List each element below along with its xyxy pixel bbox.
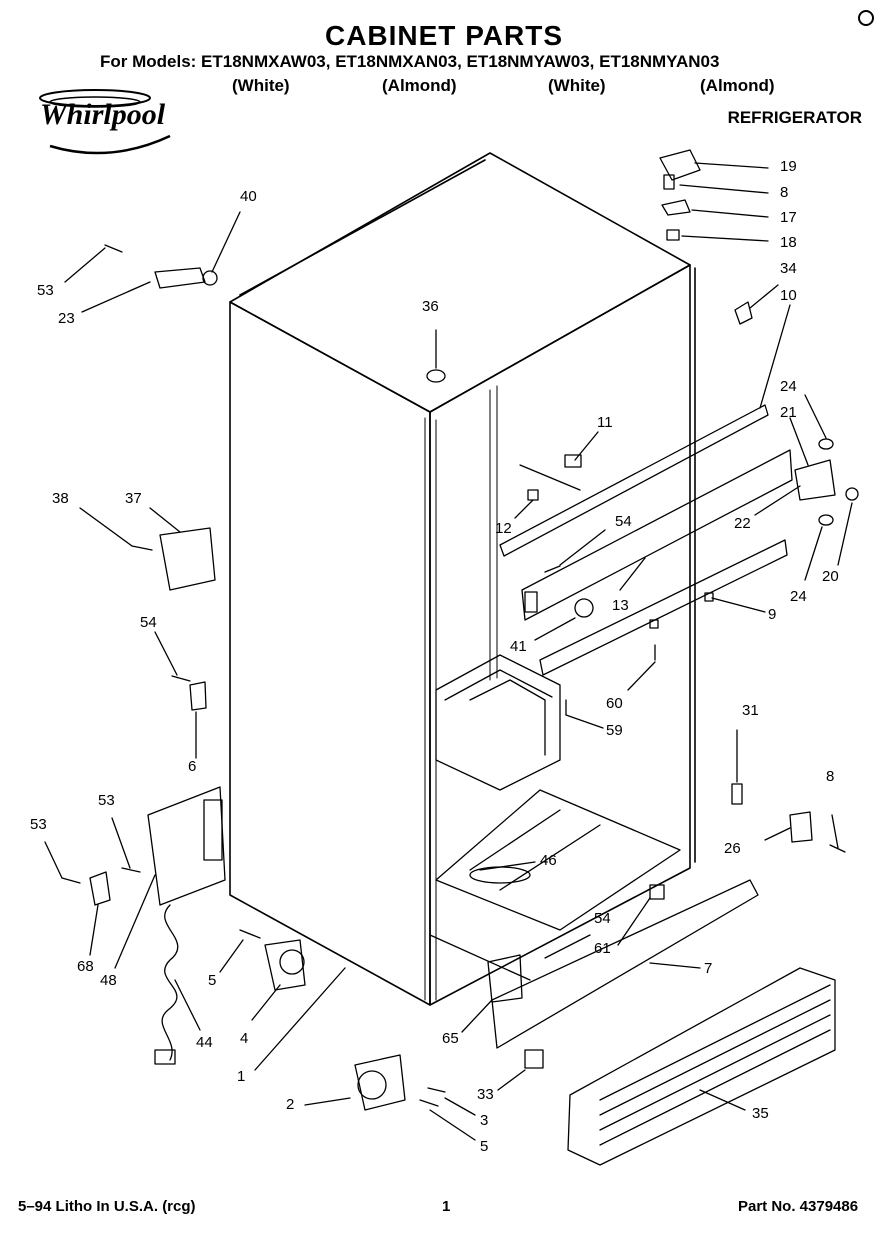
callout-60: 60 [606, 695, 623, 712]
leader-lines [44, 162, 853, 1141]
callout-2: 2 [286, 1096, 295, 1113]
callout-7: 7 [704, 960, 713, 977]
callout-4: 4 [240, 1030, 249, 1047]
callout-24-top: 24 [780, 378, 797, 395]
footer-part-number: Part No. 4379486 [738, 1198, 859, 1215]
category-label: REFRIGERATOR [727, 108, 862, 127]
callout-20: 20 [822, 568, 839, 585]
callout-53-top: 53 [37, 282, 54, 299]
corner-mark-icon [858, 10, 874, 26]
callout-34: 34 [780, 260, 797, 277]
rail-assembly [499, 404, 793, 676]
callout-1: 1 [237, 1068, 246, 1085]
callout-31: 31 [742, 702, 759, 719]
callout-8-lower: 8 [826, 768, 835, 785]
callout-13: 13 [612, 597, 629, 614]
callout-22: 22 [734, 515, 751, 532]
page-title: CABINET PARTS [324, 20, 564, 51]
callout-44: 44 [196, 1034, 213, 1051]
callout-8: 8 [780, 184, 789, 201]
callout-9: 9 [768, 606, 777, 623]
callout-3: 3 [480, 1112, 489, 1129]
callout-33: 33 [477, 1086, 494, 1103]
callout-11: 11 [597, 414, 613, 431]
callout-40: 40 [240, 188, 257, 205]
callout-23: 23 [58, 310, 75, 327]
callout-17: 17 [780, 209, 797, 226]
color-almond-2: (Almond) [700, 76, 775, 95]
callout-5-upper: 5 [208, 972, 217, 989]
callout-46: 46 [540, 852, 557, 869]
cabinet-shell [229, 152, 696, 1006]
callout-59: 59 [606, 722, 623, 739]
callout-53-mid: 53 [98, 792, 115, 809]
color-almond-1: (Almond) [382, 76, 457, 95]
color-white-2: (White) [548, 76, 606, 95]
callout-5-lower: 5 [480, 1138, 489, 1155]
callout-12: 12 [495, 520, 512, 537]
footer-page-number: 1 [442, 1198, 451, 1215]
callout-41: 41 [510, 638, 527, 655]
callout-35: 35 [752, 1105, 769, 1122]
callout-61: 61 [594, 940, 611, 957]
callout-65: 65 [442, 1030, 459, 1047]
callout-37: 37 [125, 490, 142, 507]
small-parts [61, 149, 859, 1166]
callout-36: 36 [422, 298, 439, 315]
callout-10: 10 [780, 287, 797, 304]
callout-54-left: 54 [140, 614, 157, 631]
brand-logo: Whirlpool [40, 98, 166, 131]
callout-48: 48 [100, 972, 117, 989]
color-white-1: (White) [232, 76, 290, 95]
callout-54-bottom: 54 [594, 910, 611, 927]
callout-24-bottom: 24 [790, 588, 807, 605]
compressor-compartment [429, 654, 681, 981]
callout-6: 6 [188, 758, 197, 775]
callout-68: 68 [77, 958, 94, 975]
models-line: For Models: ET18NMXAW03, ET18NMXAN03, ET… [100, 52, 720, 71]
callout-19: 19 [780, 158, 797, 175]
callout-21: 21 [780, 404, 797, 421]
callout-38: 38 [52, 490, 69, 507]
callout-54-rail: 54 [615, 513, 632, 530]
whirlpool-logo-swoosh-icon [39, 89, 171, 155]
callout-53-left: 53 [30, 816, 47, 833]
callout-26: 26 [724, 840, 741, 857]
callout-18: 18 [780, 234, 797, 251]
footer-litho: 5–94 Litho In U.S.A. (rcg) [18, 1198, 196, 1215]
